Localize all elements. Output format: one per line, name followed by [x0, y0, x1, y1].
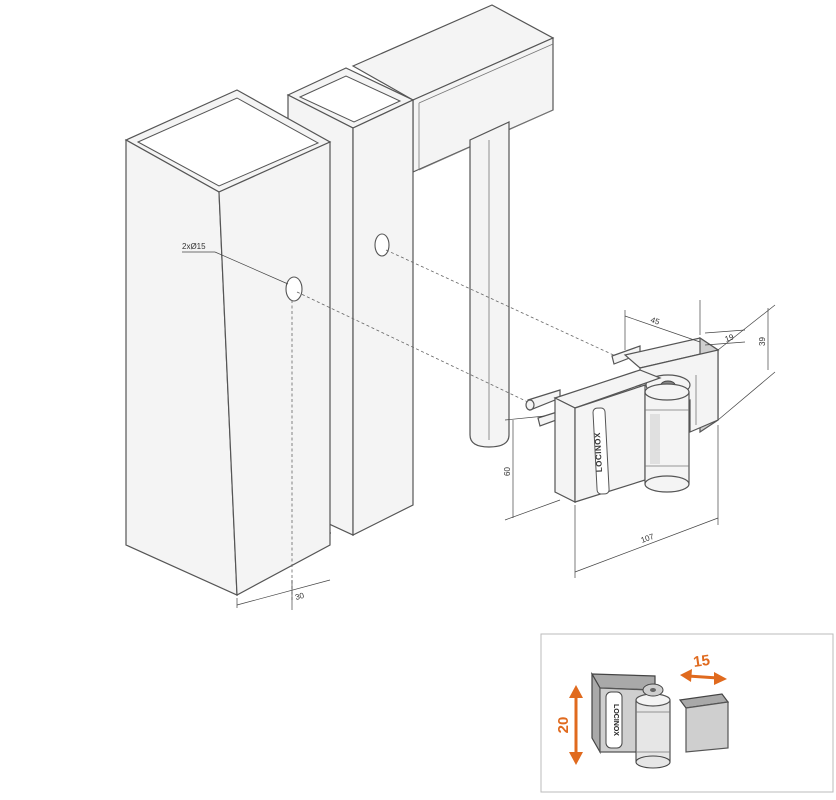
dim-hinge-depth: 39 [717, 304, 776, 421]
hinge: LOCINOX [525, 336, 720, 503]
dim-hinge-length: 107 [574, 425, 719, 578]
alignment-lines [291, 249, 621, 600]
vertical-adjust-arrow: 20 [555, 685, 583, 765]
dim-39-text: 39 [758, 337, 767, 346]
round-post [469, 121, 510, 448]
dim-60-text: 60 [503, 467, 512, 476]
dim-19-text: 19 [724, 332, 736, 344]
dim-hinge-offset: 19 [704, 329, 746, 346]
dim-107-text: 107 [640, 532, 656, 545]
hinge-brand: LOCINOX [593, 432, 604, 473]
dim-post-width: 30 [236, 579, 331, 610]
inset-hinge-brand: LOCINOX [612, 704, 619, 736]
front-post-hole [285, 276, 303, 302]
dim-45-text: 45 [649, 315, 661, 326]
front-post [124, 89, 332, 596]
inset-hinge: LOCINOX [590, 671, 730, 769]
gate-frame-tube [351, 4, 555, 173]
gate-post-hole [374, 233, 390, 257]
horizontal-adjust-value: 15 [692, 652, 711, 671]
dim-hinge-height: 60 [503, 415, 561, 521]
adjustment-inset: LOCINOX 15 20 [540, 633, 834, 793]
dim-post-width-text: 30 [294, 591, 305, 602]
dim-hinge-plate: 45 [624, 300, 701, 350]
hole-callout: 2xØ15 [182, 242, 289, 285]
hole-label: 2xØ15 [182, 242, 206, 251]
vertical-adjust-value: 20 [555, 717, 572, 734]
horizontal-adjust-arrow: 15 [680, 652, 727, 685]
